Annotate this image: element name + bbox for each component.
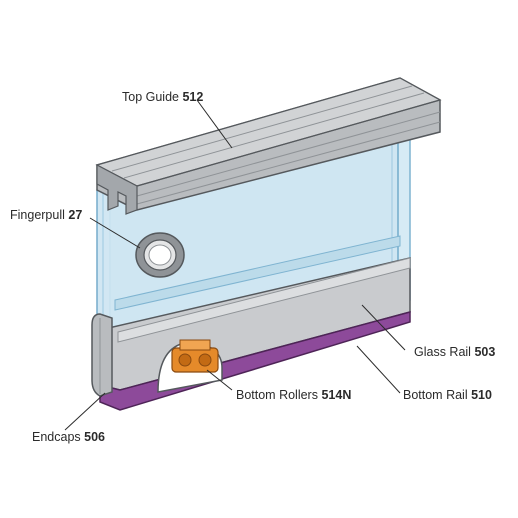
bottom-roller <box>157 339 223 393</box>
fingerpull <box>135 232 185 278</box>
leader-top-guide <box>196 99 233 149</box>
endcap <box>91 313 113 397</box>
label-fingerpull: Fingerpull 27 <box>10 208 82 222</box>
leader-fingerpull <box>89 217 141 249</box>
leader-bottom-rail <box>356 345 401 394</box>
leader-glass-rail <box>361 304 406 351</box>
leader-lines <box>64 99 406 431</box>
leader-bottom-rollers <box>206 369 233 391</box>
label-bottom-rollers: Bottom Rollers 514N <box>236 388 351 402</box>
label-endcaps: Endcaps 506 <box>32 430 105 444</box>
label-bottom-rail: Bottom Rail 510 <box>403 388 492 402</box>
label-top-guide: Top Guide 512 <box>122 90 203 104</box>
leader-endcaps <box>64 392 106 431</box>
top-guide <box>95 77 442 215</box>
label-glass-rail: Glass Rail 503 <box>414 345 495 359</box>
